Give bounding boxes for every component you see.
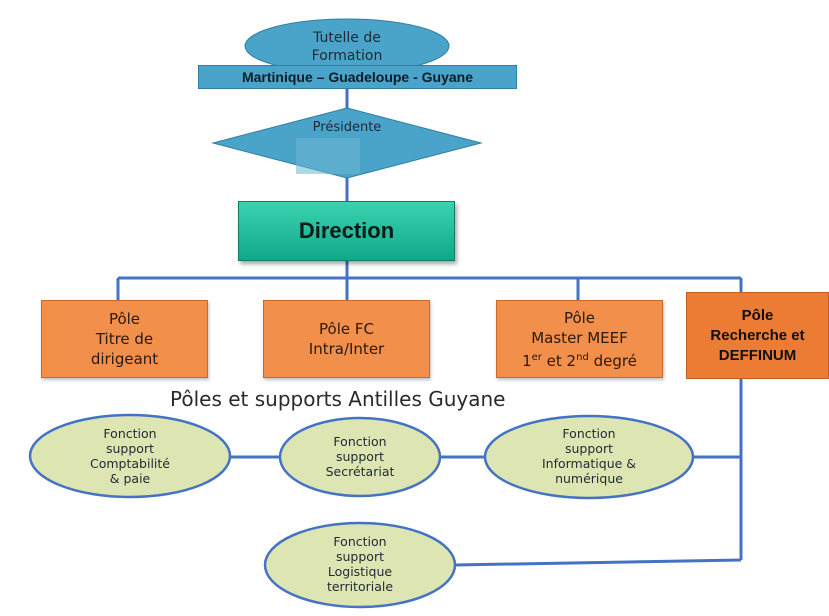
support-oval-informatique bbox=[483, 414, 695, 500]
connector-lines bbox=[116, 88, 743, 567]
pole-3-degree-2-suffix: nd bbox=[576, 351, 589, 363]
tutelle-line-2: Formation bbox=[311, 48, 383, 64]
connector-support-4-right bbox=[454, 558, 742, 567]
pole-fc: Pôle FC Intra/Inter bbox=[263, 300, 430, 378]
support-logistique: Fonction support Logistique territoriale bbox=[285, 530, 435, 598]
pole-2-line-1: Pôle FC bbox=[319, 320, 374, 338]
pole-recherche-deffinum: Pôle Recherche et DEFFINUM bbox=[686, 292, 829, 379]
support-4-line-1: Fonction bbox=[333, 534, 387, 549]
support-1-line-1: Fonction bbox=[103, 426, 157, 441]
support-1-line-2: support bbox=[106, 441, 154, 456]
support-2-line-3: Secrétariat bbox=[325, 463, 395, 479]
support-4-line-4: territoriale bbox=[326, 579, 394, 594]
pole-3-line-1: Pôle bbox=[563, 308, 596, 327]
pole-4-line-1: Pôle bbox=[741, 306, 774, 324]
presidente-inner-patch bbox=[296, 138, 360, 174]
pole-3-degree-word: degré bbox=[588, 351, 637, 370]
territories-band: Martinique – Guadeloupe - Guyane bbox=[198, 65, 517, 89]
support-oval-comptabilite bbox=[28, 413, 232, 499]
pole-1-line-1: Pôle bbox=[108, 310, 141, 328]
territories-label: Martinique – Guadeloupe - Guyane bbox=[241, 69, 474, 85]
pole-1-line-2: Titre de bbox=[95, 330, 154, 348]
pole-3-line-3: 1er et 2nd degré bbox=[522, 348, 637, 371]
pole-1-line-3: dirigeant bbox=[90, 350, 159, 368]
pole-3-degree-1-suffix: er bbox=[531, 351, 542, 363]
pole-2-line-2: Intra/Inter bbox=[308, 340, 385, 358]
support-2-line-2: support bbox=[336, 448, 384, 464]
section-title: Pôles et supports Antilles Guyane bbox=[170, 387, 600, 413]
pole-titre-dirigeant: Pôle Titre de dirigeant bbox=[41, 300, 208, 378]
support-4-line-2: support bbox=[336, 549, 384, 564]
support-1-line-4: & paie bbox=[109, 471, 151, 486]
support-3-line-3: Informatique & bbox=[541, 456, 637, 471]
pole-3-degree-2: et 2 bbox=[541, 351, 577, 370]
direction-label: Direction bbox=[298, 218, 395, 243]
section-title-text: Pôles et supports Antilles Guyane bbox=[170, 387, 506, 411]
presidente-text: Présidente bbox=[312, 119, 382, 135]
support-comptabilite: Fonction support Comptabilité & paie bbox=[55, 422, 205, 490]
support-secretariat: Fonction support Secrétariat bbox=[295, 429, 425, 483]
support-3-line-4: numérique bbox=[555, 471, 623, 486]
pole-master-meef: Pôle Master MEEF 1er et 2nd degré bbox=[496, 300, 663, 378]
support-1-line-3: Comptabilité bbox=[90, 456, 170, 471]
support-2-line-1: Fonction bbox=[333, 433, 387, 449]
support-4-line-3: Logistique bbox=[327, 564, 393, 579]
pole-4-line-2: Recherche et bbox=[710, 326, 805, 344]
pole-4-line-3: DEFFINUM bbox=[718, 346, 797, 364]
tutelle-label: Tutelle de Formation bbox=[287, 28, 407, 66]
support-oval-logistique bbox=[263, 521, 457, 609]
support-ovals bbox=[28, 413, 695, 609]
support-3-line-1: Fonction bbox=[562, 426, 616, 441]
support-3-line-2: support bbox=[565, 441, 613, 456]
support-informatique: Fonction support Informatique & numériqu… bbox=[504, 422, 674, 490]
pole-3-degree-1: 1 bbox=[522, 351, 532, 370]
support-oval-secretariat bbox=[278, 416, 442, 498]
tutelle-line-1: Tutelle de bbox=[313, 30, 381, 46]
direction-box: Direction bbox=[238, 201, 455, 261]
pole-3-line-2: Master MEEF bbox=[531, 328, 628, 347]
presidente-label: Présidente bbox=[287, 117, 407, 137]
